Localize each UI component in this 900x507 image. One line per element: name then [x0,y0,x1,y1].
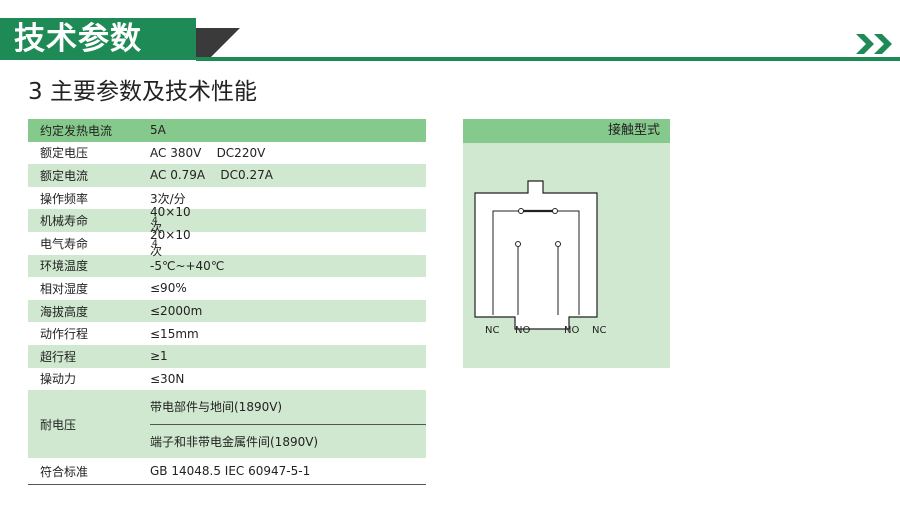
param-label: 机械寿命 [40,214,89,229]
contact-type-panel: 接触型式 NC NO NO NC [463,119,670,368]
header-rule [196,57,900,61]
nc-contact-left [518,208,524,214]
switch-body-outline [474,180,598,330]
table-bottom-rule [28,484,426,486]
param-label: 额定电流 [40,168,89,183]
table-row-withstand: 耐电压 带电部件与地间(1890V) 端子和非带电金属件间(1890V) [28,390,426,459]
param-label: 超行程 [40,349,77,364]
param-label: 动作行程 [40,327,89,342]
param-value-text: 20×10次 [150,227,191,258]
param-value: 端子和非带电金属件间(1890V) [150,434,319,449]
table-row: 海拔高度 ≤2000m [28,299,426,323]
param-value-text: 40×10次 [150,205,191,236]
param-value: GB 14048.5 IEC 60947-5-1 [150,464,311,479]
param-value: 5A [150,123,166,138]
param-label: 操作频率 [40,191,89,206]
header-tab-shape [196,28,240,60]
terminal-label: NO [564,325,579,336]
panel-title: 接触型式 [463,119,670,143]
param-label: 电气寿命 [40,236,89,251]
table-row: 超行程 ≥1 [28,344,426,368]
header: 技术参数 [0,0,900,66]
double-chevron-right-icon [856,34,892,54]
table-row: 符合标准 GB 14048.5 IEC 60947-5-1 [28,458,426,484]
param-value: 20×10次4 [150,228,198,259]
section-title: 3 主要参数及技术性能 [28,79,257,105]
no-contact-left [515,241,521,247]
param-exponent: 4 [152,216,158,227]
param-value: 带电部件与地间(1890V) [150,390,426,425]
param-value: ≥1 [150,349,168,364]
param-label: 环境温度 [40,259,89,274]
withstand-values: 带电部件与地间(1890V) 端子和非带电金属件间(1890V) [150,390,426,458]
table-row: 额定电流 AC 0.79A DC0.27A [28,164,426,187]
nc-contact-right [552,208,558,214]
table-row: 操动力 ≤30N [28,368,426,391]
param-label: 海拔高度 [40,304,89,319]
page-title: 技术参数 [14,21,142,57]
table-row: 机械寿命 40×10次4 [28,205,426,235]
table-row: 环境温度 -5℃~+40℃ [28,254,426,278]
contact-diagram: NC NO NO NC [474,180,606,336]
param-value: 40×10次4 [150,205,198,236]
param-label: 符合标准 [40,464,89,479]
param-label: 额定电压 [40,146,89,161]
param-label: 相对湿度 [40,281,89,296]
header-title-bar [0,18,196,60]
param-label: 约定发热电流 [40,123,113,138]
table-row: 约定发热电流 5A [28,119,426,142]
terminal-label: NO [515,325,530,336]
param-label: 耐电压 [40,417,77,432]
table-row: 电气寿命 20×10次4 [28,228,426,258]
param-value: AC 380V DC220V [150,145,266,160]
no-contact-right [555,241,561,247]
table-row: 相对湿度 ≤90% [28,277,426,300]
param-exponent: 4 [152,238,158,249]
param-value: ≤30N [150,371,185,386]
param-value: ≤2000m [150,304,203,319]
param-value: AC 0.79A DC0.27A [150,168,273,183]
table-row: 操作频率 3次/分 [28,187,426,210]
param-value: ≤90% [150,281,187,296]
param-value: -5℃~+40℃ [150,258,225,273]
parameter-table: 约定发热电流 5A 额定电压 AC 380V DC220V 额定电流 AC 0.… [28,119,426,486]
param-value: 3次/分 [150,191,186,206]
terminal-label: NC [592,325,606,336]
param-label: 操动力 [40,372,77,387]
terminal-label: NC [485,325,499,336]
table-row: 额定电压 AC 380V DC220V [28,142,426,165]
param-value: ≤15mm [150,326,199,341]
table-row: 动作行程 ≤15mm [28,322,426,345]
